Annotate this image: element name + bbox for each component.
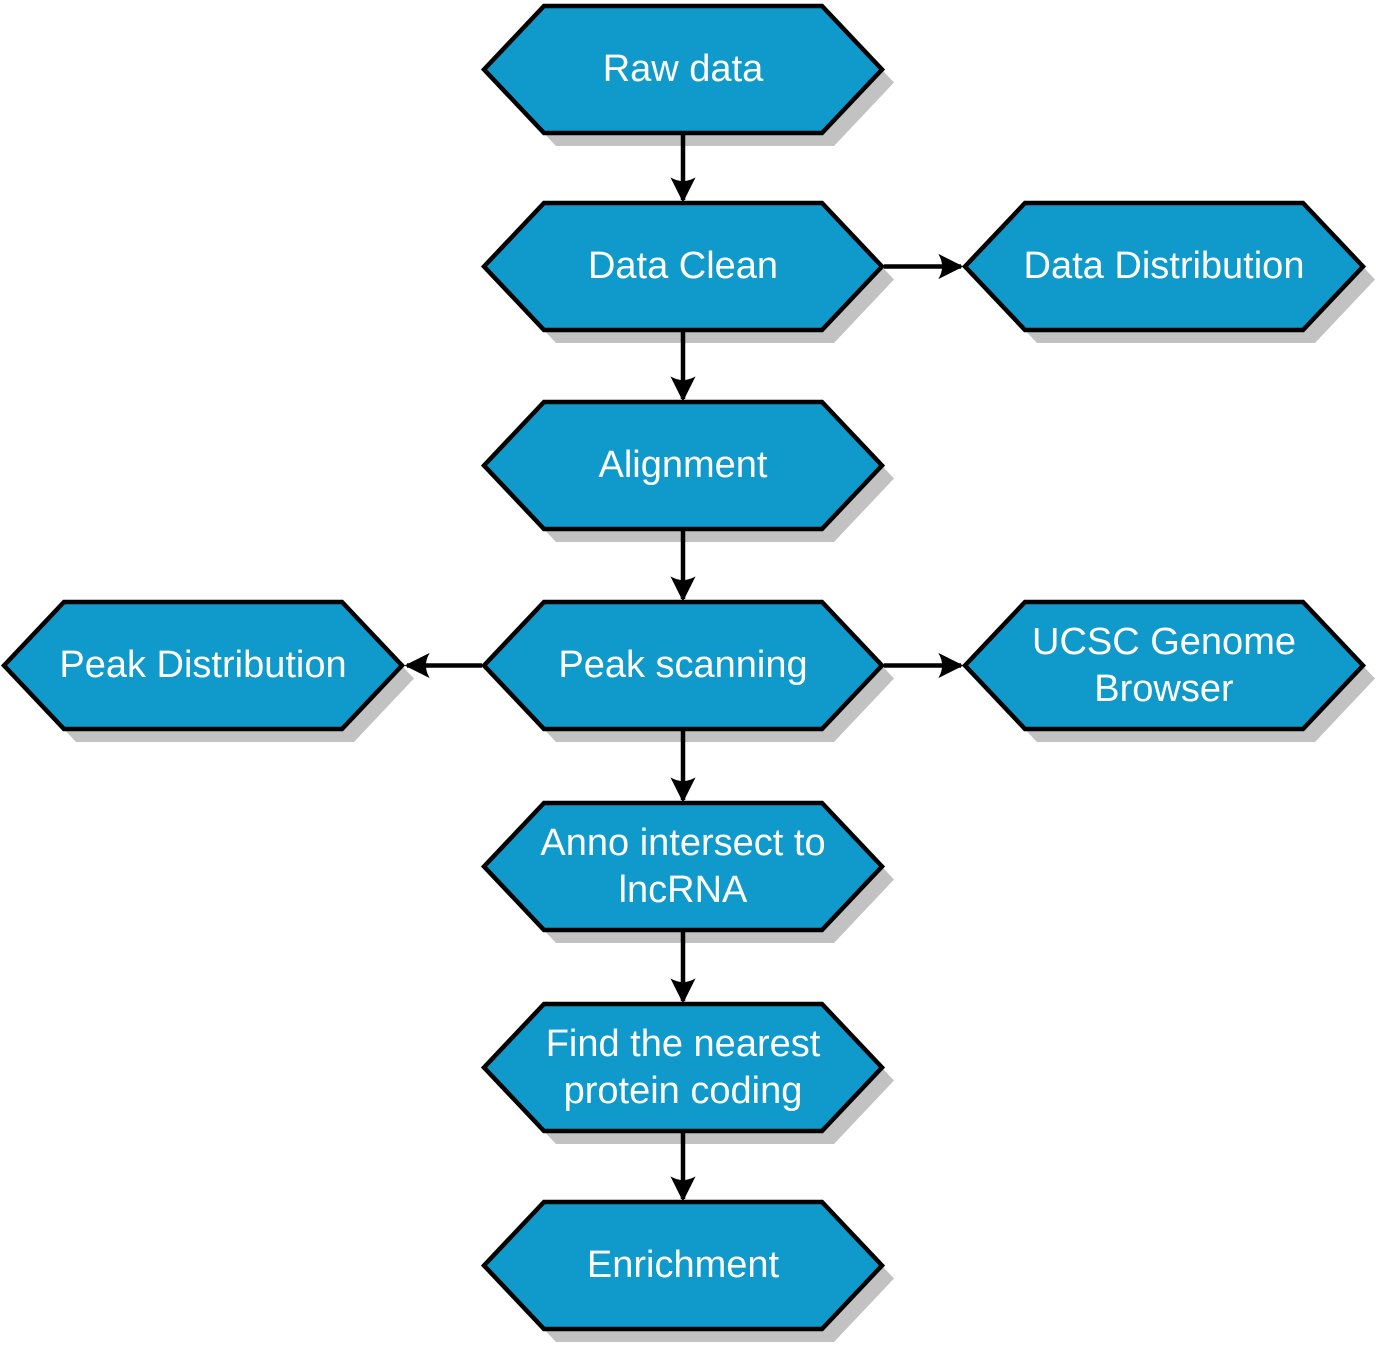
node-peak-scanning — [484, 602, 882, 729]
node-alignment — [484, 402, 882, 529]
node-anno — [484, 803, 882, 930]
node-enrichment — [484, 1202, 882, 1329]
node-raw-data — [484, 6, 882, 133]
node-ucsc — [965, 602, 1363, 729]
node-find-nearest — [484, 1004, 882, 1131]
node-layer — [4, 6, 1363, 1329]
node-peak-distribution — [4, 602, 402, 729]
node-data-clean — [484, 203, 882, 330]
node-data-distribution — [965, 203, 1363, 330]
edge-layer — [404, 132, 964, 1202]
